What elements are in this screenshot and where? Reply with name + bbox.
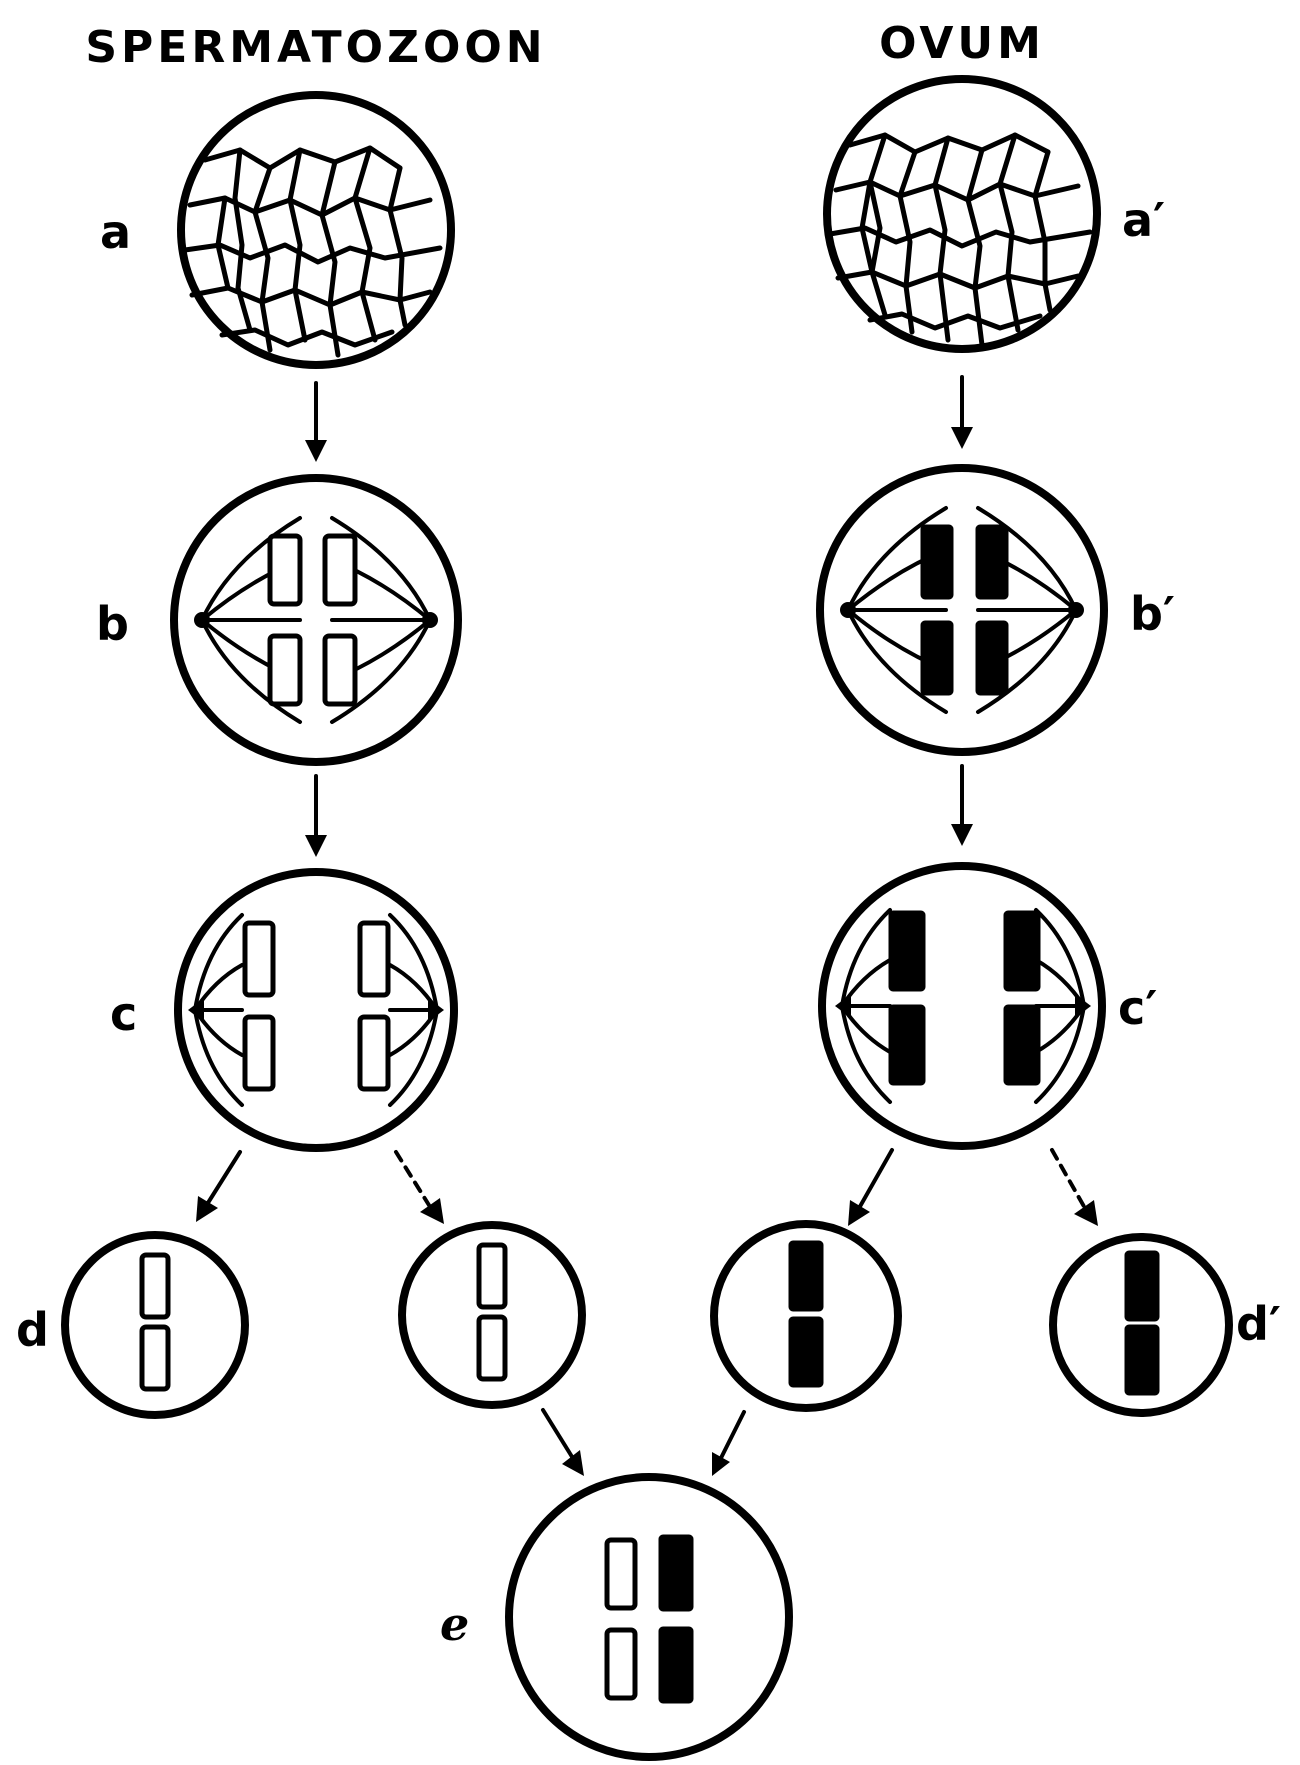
stage-label-d: d: [16, 1303, 49, 1357]
arrow-sperm-to-zygote: [543, 1410, 584, 1476]
paternal-chromosome: [360, 1017, 388, 1089]
stage-b-prime-cell: [820, 468, 1104, 752]
stage-label-e: e: [440, 1597, 469, 1651]
stage-d-prime-cell-left: [714, 1224, 898, 1408]
stage-c-cell: [178, 872, 454, 1148]
maternal-chromosome: [660, 1536, 692, 1610]
stage-label-a-prime: a′: [1122, 193, 1165, 247]
paternal-chromosome: [360, 923, 388, 995]
maternal-chromosome: [977, 526, 1007, 598]
stage-a-cell: [181, 95, 451, 365]
maternal-chromosome: [660, 1628, 692, 1702]
stage-e-zygote-cell: [509, 1477, 789, 1757]
maternal-chromosome: [977, 622, 1007, 694]
maternal-chromosome: [890, 912, 924, 990]
stage-label-b-prime: b′: [1130, 587, 1175, 641]
maternal-chromosome: [1126, 1252, 1158, 1320]
arrow-ovum-to-zygote: [712, 1412, 744, 1476]
arrow-c-prime-to-d-left: [848, 1150, 892, 1226]
paternal-chromosome: [607, 1630, 635, 1698]
arrow-b-to-c: [305, 776, 327, 857]
paternal-chromosome: [270, 536, 300, 604]
paternal-chromosome: [270, 636, 300, 704]
paternal-chromosome: [607, 1540, 635, 1608]
stage-a-prime-cell: [827, 79, 1097, 349]
arrow-b-prime-to-c-prime: [951, 766, 973, 846]
arrow-c-to-d-right: [396, 1152, 444, 1224]
stage-label-b: b: [96, 597, 129, 651]
spermatozoon-title: SPERMATOZOON: [85, 22, 546, 73]
paternal-chromosome: [325, 636, 355, 704]
arrow-a-to-b: [305, 383, 327, 462]
maternal-chromosome: [1126, 1326, 1158, 1394]
stage-label-c: c: [110, 987, 137, 1041]
arrow-a-prime-to-b-prime: [951, 377, 973, 449]
ovum-title: OVUM: [879, 18, 1045, 69]
maternal-chromosome: [890, 1006, 924, 1084]
stage-d-cell-right: [402, 1225, 582, 1405]
maternal-chromosome: [790, 1318, 822, 1386]
stage-d-prime-cell-right: [1053, 1237, 1229, 1413]
paternal-chromosome: [245, 1017, 273, 1089]
paternal-chromosome: [142, 1255, 168, 1317]
maternal-chromosome: [1005, 1006, 1039, 1084]
paternal-chromosome: [325, 536, 355, 604]
paternal-chromosome: [245, 923, 273, 995]
paternal-chromosome: [142, 1327, 168, 1389]
stage-d-cell-left: [65, 1235, 245, 1415]
stage-label-c-prime: c′: [1118, 981, 1157, 1035]
arrow-c-prime-to-d-prime-right: [1052, 1150, 1098, 1226]
stage-c-prime-cell: [822, 866, 1102, 1146]
maternal-chromosome: [1005, 912, 1039, 990]
maternal-chromosome: [790, 1242, 822, 1310]
arrow-c-to-d-left: [196, 1152, 240, 1222]
paternal-chromosome: [479, 1317, 505, 1379]
stage-label-a: a: [100, 205, 131, 259]
paternal-chromosome: [479, 1245, 505, 1307]
maternal-chromosome: [922, 622, 952, 694]
stage-b-cell: [174, 478, 458, 762]
stage-label-d-prime: d′: [1236, 1297, 1281, 1351]
maternal-chromosome: [922, 526, 952, 598]
